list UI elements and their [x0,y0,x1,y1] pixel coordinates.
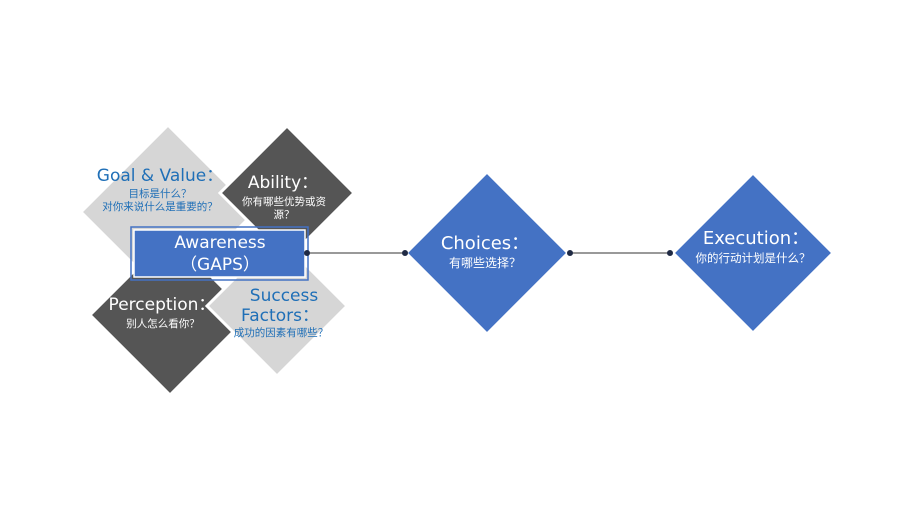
execution-line1: 你的行动计划是什么？ [696,251,811,265]
perception-line1: 别人怎么看你？ [126,317,200,330]
ability-title: Ability： [248,173,318,193]
goal-value-line2: 对你来说什么是重要的？ [102,200,218,213]
success-factors-title-line2: Factors： [241,306,319,326]
awareness-title: Awareness [174,233,265,253]
ability-line2: 源？ [274,208,295,221]
execution-diamond [670,170,836,336]
goal-value-title: Goal & Value： [97,166,223,186]
execution-title: Execution： [703,228,809,249]
success-factors-line1: 成功的因素有哪些？ [234,326,329,339]
choices-line1: 有哪些选择？ [449,256,521,270]
connector-dot [304,250,310,256]
awareness-subtitle: （GAPS） [180,255,260,275]
ability-line1: 你有哪些优势或资 [242,195,326,208]
success-factors-title-line1: Success [250,286,319,306]
connector-dot [567,250,573,256]
goal-value-line1: 目标是什么？ [129,188,192,200]
choices-diamond [403,169,571,337]
choices-title: Choices： [441,233,529,254]
connector-dot [402,250,408,256]
connector-dot [667,250,673,256]
perception-title: Perception： [109,295,216,315]
